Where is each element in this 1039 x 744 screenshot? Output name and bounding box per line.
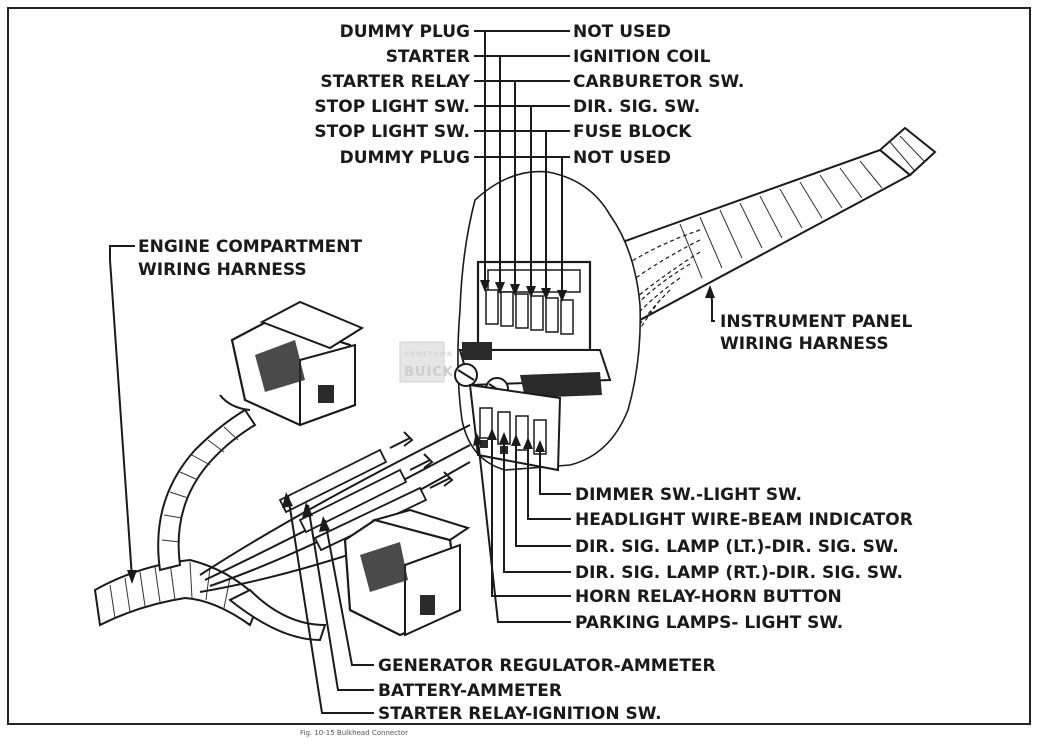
top-right-label-4: DIR. SIG. SW. <box>573 97 700 117</box>
bottom-label-1: GENERATOR REGULATOR-AMMETER <box>378 656 716 676</box>
top-right-labels: NOT USED IGNITION COIL CARBURETOR SW. DI… <box>573 22 744 168</box>
diagram-frame <box>7 7 1031 725</box>
top-leader-lines <box>474 30 570 298</box>
lower-right-leaders <box>477 436 571 623</box>
top-right-label-6: NOT USED <box>573 148 671 168</box>
top-arrowheads <box>480 280 567 302</box>
connector-terminals <box>485 289 574 335</box>
top-right-label-5: FUSE BLOCK <box>573 122 692 142</box>
bottom-labels: GENERATOR REGULATOR-AMMETER BATTERY-AMME… <box>378 656 716 724</box>
bottom-label-2: BATTERY-AMMETER <box>378 681 562 701</box>
lower-right-label-1: DIMMER SW.-LIGHT SW. <box>575 485 802 505</box>
engine-harness-line2: WIRING HARNESS <box>138 260 307 280</box>
bottom-leaders <box>287 494 374 714</box>
lower-right-labels: DIMMER SW.-LIGHT SW. HEADLIGHT WIRE-BEAM… <box>575 485 913 633</box>
lower-right-label-5: HORN RELAY-HORN BUTTON <box>575 587 842 607</box>
left-plug-connector <box>219 300 365 427</box>
top-left-label-2: STARTER <box>386 47 470 67</box>
top-left-label-1: DUMMY PLUG <box>340 22 470 42</box>
lower-right-label-3: DIR. SIG. LAMP (LT.)-DIR. SIG. SW. <box>575 537 899 557</box>
top-left-label-3: STARTER RELAY <box>320 72 470 92</box>
bottom-plug-connector <box>343 508 471 637</box>
top-right-label-1: NOT USED <box>573 22 671 42</box>
top-left-label-5: STOP LIGHT SW. <box>314 122 470 142</box>
lower-right-arrowheads <box>473 428 545 452</box>
engine-harness-label: ENGINE COMPARTMENT WIRING HARNESS <box>109 237 362 584</box>
bottom-label-3: STARTER RELAY-IGNITION SW. <box>378 704 662 724</box>
lower-right-label-4: DIR. SIG. LAMP (RT.)-DIR. SIG. SW. <box>575 563 903 583</box>
figure-caption: Fig. 10-15 Bulkhead Connector <box>300 729 408 737</box>
instrument-panel-harness <box>589 126 937 411</box>
bottom-arrowheads <box>282 492 330 532</box>
watermark-line1: HOMETOWN <box>404 351 453 358</box>
instrument-harness-label: INSTRUMENT PANEL WIRING HARNESS <box>705 285 912 354</box>
top-left-label-6: DUMMY PLUG <box>340 148 470 168</box>
watermark: HOMETOWN BUICK <box>399 341 454 383</box>
top-right-label-3: CARBURETOR SW. <box>573 72 744 92</box>
instrument-harness-line1: INSTRUMENT PANEL <box>720 312 912 332</box>
lower-right-label-6: PARKING LAMPS- LIGHT SW. <box>575 613 843 633</box>
engine-compartment-harness <box>93 408 471 642</box>
watermark-line2: BUICK <box>404 365 454 380</box>
top-right-label-2: IGNITION COIL <box>573 47 711 67</box>
engine-harness-line1: ENGINE COMPARTMENT <box>138 237 362 257</box>
wire-sleeves <box>278 448 428 552</box>
instrument-harness-line2: WIRING HARNESS <box>720 334 889 354</box>
lower-right-label-2: HEADLIGHT WIRE-BEAM INDICATOR <box>575 510 913 530</box>
top-left-label-4: STOP LIGHT SW. <box>314 97 470 117</box>
top-left-labels: DUMMY PLUG STARTER STARTER RELAY STOP LI… <box>314 22 470 168</box>
